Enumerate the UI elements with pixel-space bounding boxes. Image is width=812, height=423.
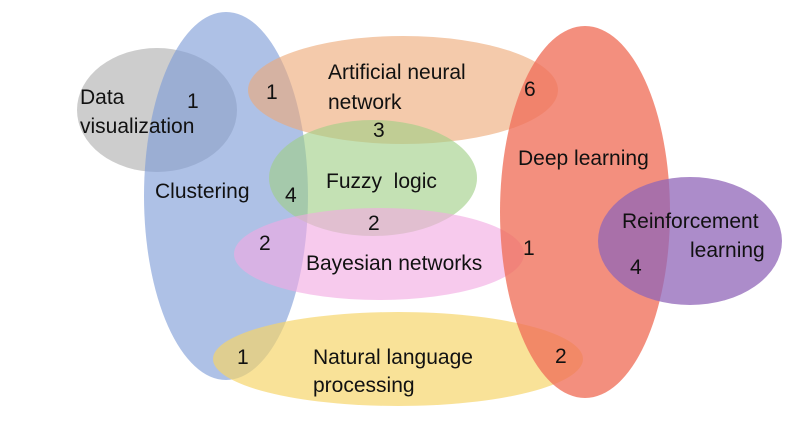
set-ellipse-bayesian-networks <box>234 208 524 300</box>
set-ellipse-reinforcement-learning <box>598 177 782 305</box>
label-artificial-neural-network-line-1: Artificial neural <box>328 61 466 84</box>
label-data-visualization-line-1: Data <box>80 86 125 109</box>
label-natural-language-processing-line-2: processing <box>313 374 415 397</box>
label-data-visualization-line-2: visualization <box>80 115 194 138</box>
set-ellipse-artificial-neural-network <box>248 36 558 144</box>
count-fuzzy-bayes: 2 <box>368 212 380 235</box>
label-natural-language-processing-line-1: Natural language <box>313 346 473 369</box>
count-clustering-bayes: 2 <box>259 232 271 255</box>
count-dataviz-clustering: 1 <box>187 90 199 113</box>
label-reinforcement-learning-line-2: learning <box>690 239 765 262</box>
count-ann-deep: 6 <box>524 78 536 101</box>
label-deep-learning: Deep learning <box>518 147 649 170</box>
set-ellipse-natural-language-processing <box>213 312 583 406</box>
count-clustering-ann: 1 <box>266 81 278 104</box>
label-bayesian-networks: Bayesian networks <box>306 252 482 275</box>
count-nlp-deep: 2 <box>555 345 567 368</box>
count-ann-fuzzy: 3 <box>373 119 385 142</box>
count-bayes-deep: 1 <box>523 237 535 260</box>
count-clustering-nlp: 1 <box>237 346 249 369</box>
label-clustering: Clustering <box>155 180 250 203</box>
label-artificial-neural-network-line-2: network <box>328 91 402 114</box>
label-reinforcement-learning-line-1: Reinforcement <box>622 210 759 233</box>
set-ellipse-deep-learning <box>500 26 670 398</box>
count-clustering-fuzzy: 4 <box>285 184 297 207</box>
set-ellipse-fuzzy-logic <box>269 120 477 236</box>
label-fuzzy-logic: Fuzzy logic <box>326 170 437 193</box>
count-deep-reinforcement: 4 <box>630 256 642 279</box>
